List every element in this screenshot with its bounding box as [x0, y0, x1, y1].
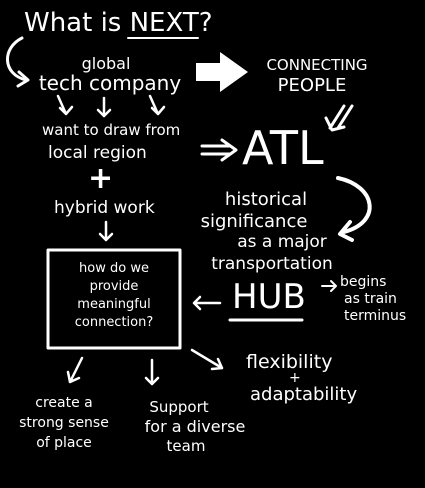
arrow-hub-to-box: [192, 295, 222, 311]
arrow-to-flexibility: [190, 348, 224, 371]
double-arrow-down: [324, 104, 354, 132]
down-arrow-2: [96, 96, 112, 118]
global-label: global: [81, 54, 131, 73]
down-arrow-1: [56, 94, 74, 116]
double-arrow-right: [200, 138, 238, 162]
transportation-label: transportation: [211, 254, 333, 274]
curl-arrow: [6, 36, 28, 82]
significance-label: significance: [200, 211, 308, 232]
down-arrow-3: [148, 94, 166, 116]
question-box: [46, 248, 182, 350]
support-line-1: Support: [149, 398, 209, 416]
curve-arrow-head: [338, 220, 354, 242]
place-line-2: strong sense: [19, 415, 109, 431]
flexibility-label: flexibility: [246, 351, 333, 373]
question-line-4: connection?: [74, 315, 154, 330]
hub-label: HUB: [232, 277, 306, 317]
tech-company-label: tech company: [38, 71, 182, 95]
plus-sign: +: [88, 161, 114, 196]
title: What is NEXT?: [24, 8, 213, 38]
question-line-1: how do we: [79, 261, 149, 276]
atl-label: ATL: [242, 121, 324, 175]
people-label: PEOPLE: [277, 75, 347, 96]
question-line-3: meaningful: [77, 297, 151, 312]
question-line-2: provide: [89, 279, 139, 294]
arrow-to-question: [98, 220, 114, 242]
adaptability-label: adaptability: [250, 384, 358, 405]
flex-plus: +: [289, 370, 301, 386]
support-line-3: team: [166, 437, 206, 455]
hybrid-work-label: hybrid work: [54, 198, 155, 218]
begins-label: begins: [340, 274, 387, 290]
local-region-label: local region: [48, 143, 147, 163]
arrow-hub-to-begins: [321, 280, 337, 292]
curve-arrow: [336, 176, 372, 234]
arrow-to-place: [66, 356, 84, 384]
place-line-1: create a: [35, 395, 93, 411]
connecting-label: CONNECTING: [266, 56, 368, 74]
arrow-to-support: [144, 358, 160, 386]
major-label: as a major: [237, 232, 327, 252]
big-arrow: [196, 52, 248, 92]
support-line-2: for a diverse: [144, 417, 246, 436]
train-label: as train: [344, 291, 397, 307]
place-line-3: of place: [36, 435, 92, 451]
terminus-label: terminus: [344, 308, 407, 324]
draw-from-label: want to draw from: [42, 121, 181, 139]
historical-label: historical: [224, 189, 308, 210]
curl-arrow-head: [16, 70, 30, 88]
